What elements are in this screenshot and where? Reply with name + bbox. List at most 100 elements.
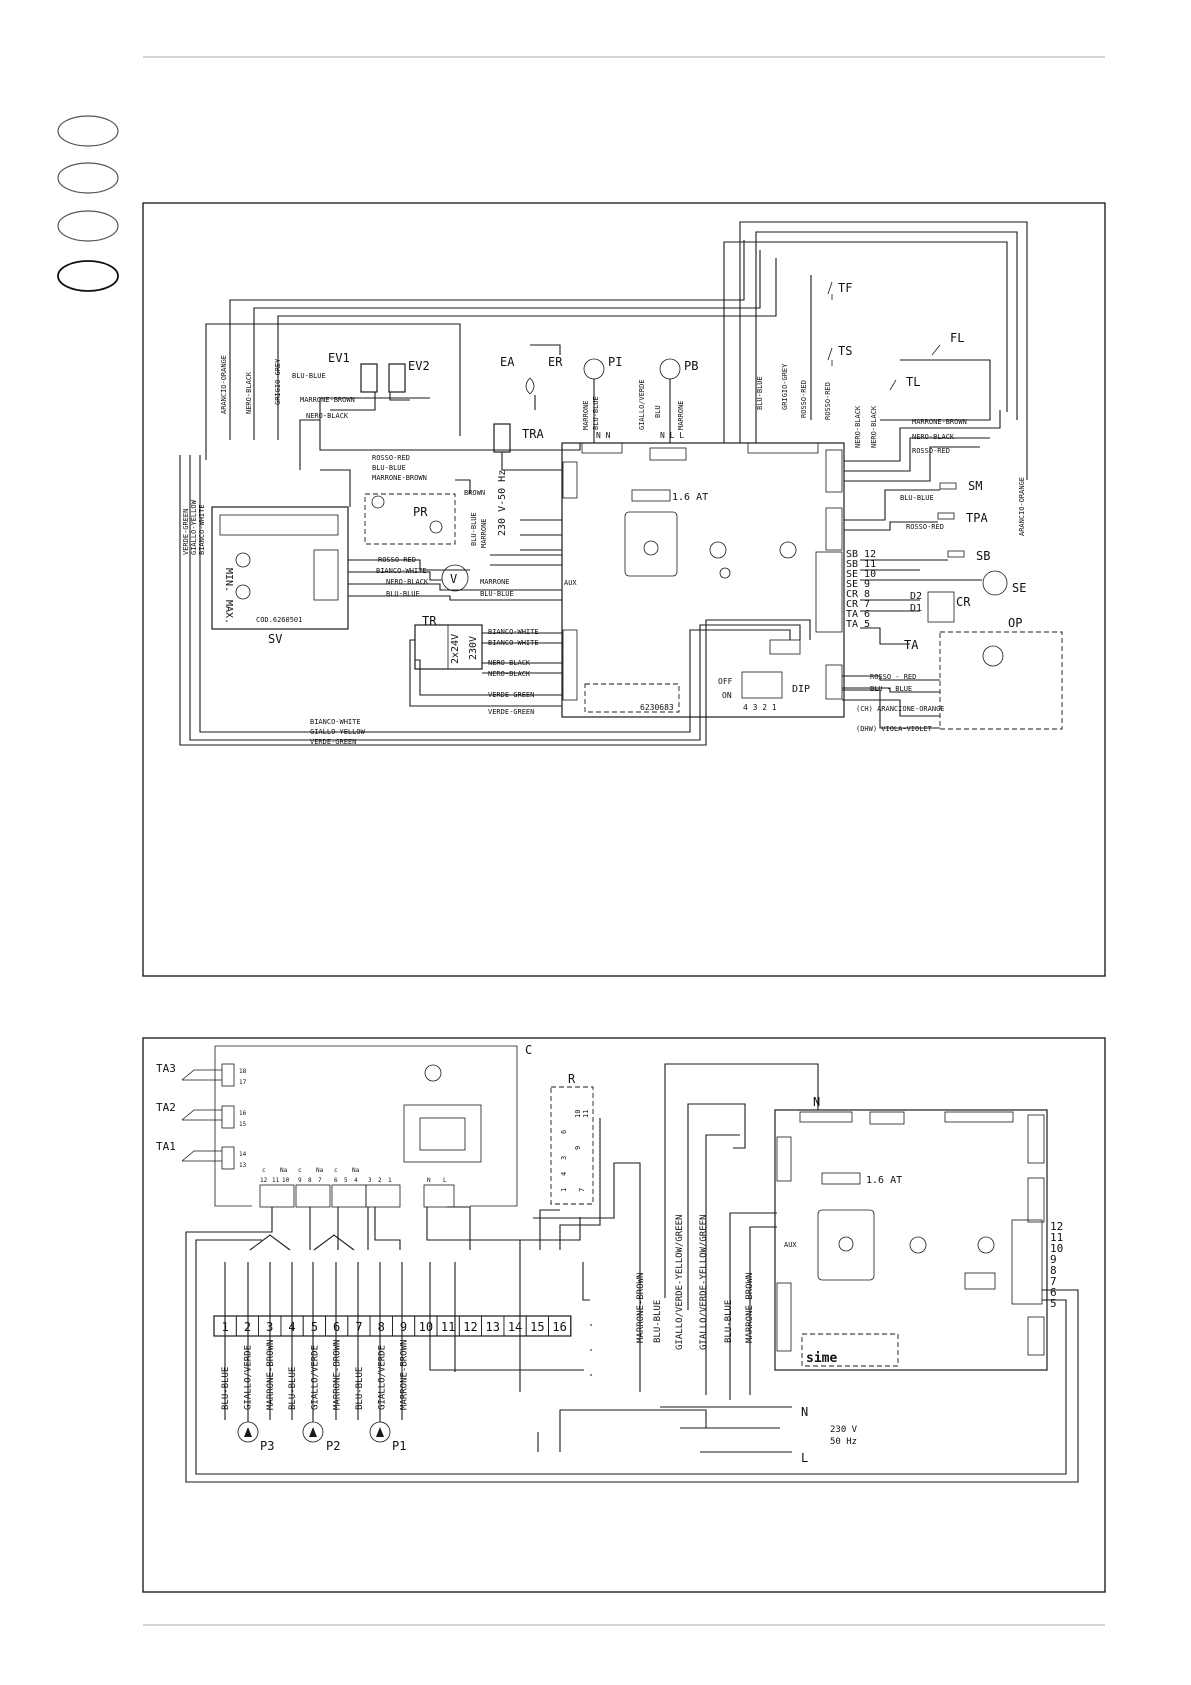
wire-label-nero-sv: NERO-BLACK: [386, 578, 429, 586]
wire-label-verde: VERDE-GREEN: [182, 509, 190, 555]
pump-wire-label: BLU-BLUE: [288, 1367, 298, 1410]
ta3-label: TA3: [156, 1062, 176, 1075]
pr-pump-icon: [429, 520, 443, 534]
c-relay-block: [403, 1104, 482, 1163]
board2-transformer: [817, 1209, 875, 1281]
terminal-label: TA 5: [846, 619, 870, 630]
wire-label-marrone-pi: MARRONE: [582, 400, 590, 430]
wire-label-supply: 230 V-50 Hz: [497, 470, 508, 536]
wire-label-nero: NERO-BLACK: [245, 371, 253, 414]
board2-connector-top3: [944, 1111, 1014, 1123]
connector-top-mid: [649, 447, 687, 461]
sv-connector-right: [313, 549, 339, 601]
tr-label: TR: [422, 614, 437, 628]
r-relay-box: [550, 1086, 594, 1205]
wire-label-blu-pb: BLU: [654, 405, 662, 418]
board2-connector-right2: [1027, 1177, 1045, 1223]
c-terminals-a: [259, 1184, 295, 1208]
led-1: [719, 567, 731, 579]
tr-transformer: [414, 624, 483, 670]
connector-right-2: [825, 507, 843, 551]
wire-label-arancio: ARANCIO-ORANGE: [220, 355, 228, 414]
language-tab-3[interactable]: [57, 210, 119, 242]
board2-pot2: [977, 1236, 995, 1254]
language-tab-4-active[interactable]: [57, 260, 119, 292]
relay-labels: 11 10 9 6 3 4 1 7: [560, 1110, 590, 1192]
wire-label-giallo-bottom: GIALLO-YELLOW: [310, 728, 366, 736]
pump-p2-label: P2: [326, 1439, 340, 1453]
board2-transformer-knob: [838, 1236, 854, 1252]
c-terminal-number: 3: [368, 1177, 372, 1184]
board-aux: AUX: [564, 579, 577, 587]
wire-label-marrone-right: MARRONE-BROWN: [912, 418, 967, 426]
side-terminal: 7: [1050, 1275, 1057, 1288]
c-terminal-number: 11: [272, 1177, 280, 1184]
tl-label: TL: [906, 375, 920, 389]
pump-wire-label: GIALLO/VERDE: [310, 1345, 320, 1410]
board2-pot1: [909, 1236, 927, 1254]
op-box: [939, 631, 1063, 730]
sm-sensor: [939, 482, 957, 490]
diagram2-wires: [185, 1063, 1079, 1483]
wire-label-blu: BLU-BLUE: [292, 372, 326, 380]
terminal-number: 12: [463, 1320, 477, 1334]
ts-switch-icon: [827, 347, 833, 366]
wire-label-blu-pi: BLU-BLUE: [592, 396, 600, 430]
tr-secondary: 2x24V: [450, 634, 461, 664]
fl-label: FL: [950, 331, 964, 345]
terminal-number: 8: [378, 1320, 385, 1334]
mains-wire-label: BLU-BLUE: [653, 1300, 663, 1343]
board-transformer-block: [624, 511, 678, 577]
c-terminal-number: 1: [388, 1177, 392, 1184]
side-terminal: 12: [1050, 1220, 1063, 1233]
terminal-label: SB 11: [846, 559, 876, 570]
c-terminals-d: [365, 1184, 401, 1208]
terminal-strip: [815, 551, 843, 633]
c-terminal-number: 6: [334, 1177, 338, 1184]
language-tabs[interactable]: [57, 115, 119, 292]
zone-terminal-number: 16: [239, 1110, 247, 1117]
relay-label: 6: [560, 1130, 568, 1134]
board2-connector-left2: [776, 1282, 792, 1352]
wire-label-nero-right1: NERO-BLACK: [854, 405, 862, 448]
sb-sensor: [947, 550, 965, 558]
ev1-label: EV1: [328, 351, 350, 365]
pump-wire-label: MARRONE-BROWN: [266, 1340, 276, 1410]
wire-label-bianco-tr2: BIANCO-WHITE: [488, 639, 539, 647]
c-label: C: [525, 1043, 532, 1057]
terminal-label: CR 8: [846, 589, 870, 600]
wire-label-nero-tr2: NERO-BLACK: [488, 670, 531, 678]
c-terminal-number: 12: [260, 1177, 268, 1184]
pump-wire-label: GIALLO/VERDE: [377, 1345, 387, 1410]
wire-label-rosso: ROSSO-RED: [372, 454, 410, 462]
c-terminal-number: 4: [354, 1177, 358, 1184]
mains-n-label: N: [801, 1405, 808, 1419]
sv-label: SV: [268, 632, 282, 646]
wire-label-arancio-right: ARANCIO-ORANGE: [1018, 477, 1026, 536]
wire-label-marrone-pr: MARRONE: [480, 518, 488, 548]
pr-box: [364, 493, 456, 545]
side-terminal: 5: [1050, 1297, 1057, 1310]
board2-brand-box: [801, 1333, 899, 1367]
board-code-box: [584, 683, 680, 713]
board2-connector-top2: [869, 1111, 905, 1125]
ev1-valve: [360, 363, 378, 393]
tra-block: [493, 423, 511, 453]
sv-min-knob: [235, 552, 251, 568]
sv-module: [211, 506, 349, 630]
mains-supply: 230 V: [830, 1425, 858, 1435]
wire-label-verde-bottom: VERDE-GREEN: [310, 738, 356, 746]
sb-label: SB: [976, 549, 990, 563]
c-terminal-number: N: [427, 1177, 431, 1184]
c-top-label: c: [262, 1167, 266, 1174]
connector-bottom-mid: [769, 639, 801, 655]
language-tab-1[interactable]: [57, 115, 119, 147]
cr-unit: [927, 591, 955, 623]
wire-label-nero-right3: NERO-BLACK: [912, 433, 955, 441]
terminal-label: SE 10: [846, 569, 876, 580]
top-n-label: N: [813, 1095, 820, 1109]
language-tab-2[interactable]: [57, 162, 119, 194]
ea-electrode-icon: [525, 377, 535, 395]
zone-terminal-numbers: 18 17 16 15 14 13: [239, 1068, 247, 1169]
terminal-number: 16: [552, 1320, 566, 1334]
